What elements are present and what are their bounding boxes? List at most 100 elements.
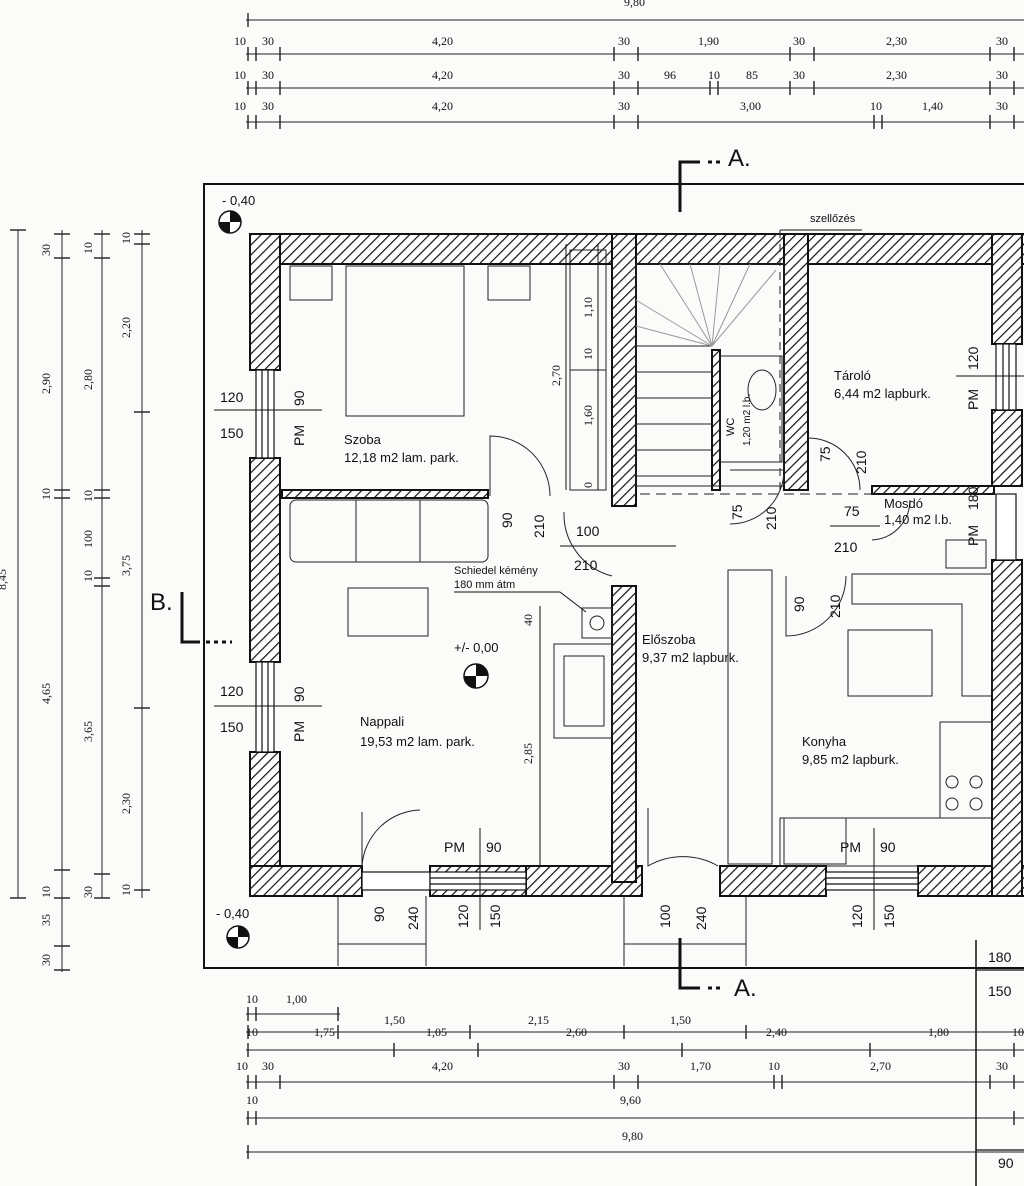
svg-text:10: 10 [246,992,258,1006]
nightstand [487,265,531,301]
room-area: 12,18 m2 lam. park. [344,450,459,465]
svg-text:100: 100 [576,523,600,539]
svg-text:90: 90 [291,686,307,702]
door-arc [647,808,719,867]
dim-label: 3,00 [740,99,761,113]
wall-bottom [719,865,827,897]
dim-label: 30 [996,34,1008,48]
svg-text:150: 150 [988,983,1012,999]
svg-text:- 0,40: - 0,40 [216,906,249,921]
windows [255,343,1017,891]
svg-text:30: 30 [996,1059,1008,1073]
dim-label: 10 [81,570,95,582]
dim-label: 10 [81,242,95,254]
room-name: WC [725,418,737,436]
dim-label: 10 [234,34,246,48]
dim-label: 4,20 [432,99,453,113]
svg-text:0: 0 [581,482,595,488]
dim-label: 10 [39,886,53,898]
top-dimensions [246,13,1024,129]
window [361,871,431,891]
svg-text:2,60: 2,60 [566,1025,587,1039]
wall-bottom [249,865,363,897]
door-arc [729,469,785,525]
dim-label: 2,20 [119,317,133,338]
dim-label: 30 [618,99,630,113]
svg-text:10: 10 [768,1059,780,1073]
svg-text:90: 90 [880,839,896,855]
dim-label: 3,75 [119,555,133,576]
dim-label: 10 [119,232,133,244]
level-marker-top: - 0,40 [218,193,255,234]
room-area: 1,20 m2 l.b. [742,394,753,446]
dim-label: 35 [39,914,53,926]
svg-text:210: 210 [763,506,779,530]
wall-inner [611,233,637,507]
svg-text:+/- 0,00: +/- 0,00 [454,640,498,655]
window [255,369,275,459]
plot-border [203,183,1024,969]
svg-text:9,80: 9,80 [622,1129,643,1143]
door-arc [871,499,911,541]
svg-text:90: 90 [371,906,387,922]
wall-right [991,559,1023,897]
wash-basin [945,539,987,569]
dim-label: 30 [39,244,53,256]
inner-dimensions: 1,10 10 1,60 0 2,70 40 2,85 [521,244,599,866]
dim-label: 2,30 [886,34,907,48]
wall-inner [783,233,809,491]
dim-label: 30 [618,68,630,82]
svg-text:120: 120 [220,389,244,405]
fireplace [553,643,613,739]
door-arc [807,437,861,491]
svg-text:75: 75 [729,504,745,520]
svg-text:1,70: 1,70 [690,1059,711,1073]
wc-fixture [719,355,783,463]
wall-left [249,233,281,371]
dim-label: 10 [708,68,720,82]
svg-text:90: 90 [499,512,515,528]
svg-text:PM: PM [965,525,981,546]
sofa [289,499,489,563]
svg-text:75: 75 [844,503,860,519]
dim-label: 10 [39,488,53,500]
dim-label: 1,40 [922,99,943,113]
svg-text:90: 90 [486,839,502,855]
dim-label: 2,90 [39,373,53,394]
dim-label: 30 [793,68,805,82]
svg-text:120: 120 [965,346,981,370]
svg-text:120: 120 [455,904,471,928]
chimney [581,607,613,639]
wall-inner [281,489,489,499]
svg-text:1,75: 1,75 [314,1025,335,1039]
nightstand [289,265,333,301]
opening-labels: 120 150 PM 90 120 150 PM 90 PM 90 120 15… [214,346,1024,930]
dim-label: 1,90 [698,34,719,48]
doors [337,435,911,966]
svg-text:150: 150 [220,425,244,441]
svg-text:120: 120 [849,904,865,928]
ventilation: szellőzés [780,213,862,231]
svg-text:- 0,40: - 0,40 [222,193,255,208]
window [825,871,919,891]
ventilation-label: szellőzés [810,213,856,225]
section-a-label: A. [734,975,757,1002]
svg-text:240: 240 [693,906,709,930]
level-marker-inside: +/- 0,00 [454,640,498,689]
dim-label: 4,20 [432,34,453,48]
dim-label: 2,80 [81,369,95,390]
wall-left [249,457,281,663]
svg-text:90: 90 [998,1155,1014,1171]
svg-text:4,20: 4,20 [432,1059,453,1073]
svg-text:40: 40 [521,614,535,626]
dim-label: 30 [39,954,53,966]
svg-text:180: 180 [988,949,1012,965]
svg-text:75: 75 [817,446,833,462]
svg-text:90: 90 [291,390,307,406]
svg-text:1,80: 1,80 [928,1025,949,1039]
window [429,871,527,891]
dim-label: 4,20 [432,68,453,82]
svg-text:210: 210 [853,450,869,474]
svg-text:Schiedel kémény: Schiedel kémény [454,565,538,577]
svg-text:2,70: 2,70 [549,365,563,386]
